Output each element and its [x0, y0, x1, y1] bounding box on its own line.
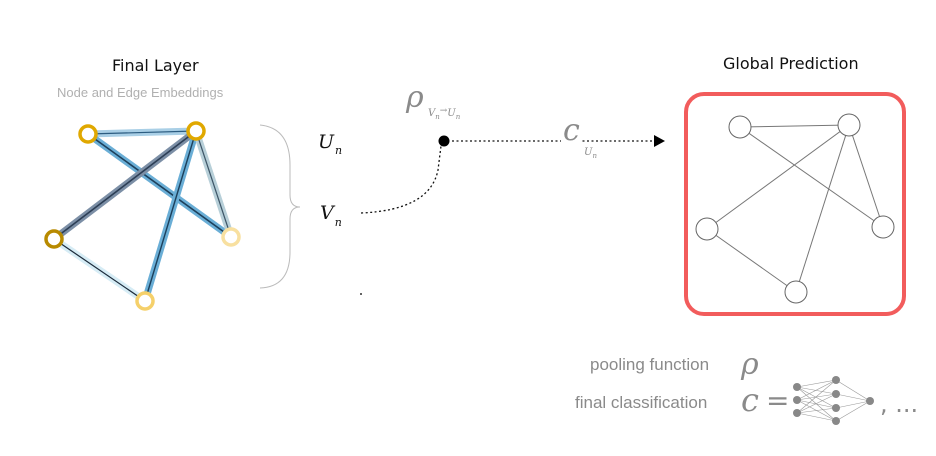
- arrow-head: [654, 135, 665, 147]
- u-symbol: U: [318, 131, 335, 153]
- final-layer-title: Final Layer: [112, 56, 199, 75]
- edge-top: [87, 127, 197, 138]
- global-prediction-frame: [684, 92, 906, 316]
- embeddings-subtitle: Node and Edge Embeddings: [57, 85, 224, 100]
- v-subscript: n: [334, 216, 342, 229]
- c-subscript: Un: [584, 147, 597, 160]
- rho-symbol: ρ: [406, 80, 424, 115]
- node-right: [221, 227, 241, 247]
- equals-sign: =: [766, 384, 790, 417]
- rho-sub-v-n: n: [435, 113, 440, 121]
- classification-legend-label: final classification: [575, 393, 708, 412]
- classification-legend-symbol: c: [741, 381, 759, 419]
- neural-network-icon: [793, 376, 874, 425]
- trailing-ellipsis: , ...: [880, 390, 919, 418]
- edge-topright-to-bottom: [141, 129, 200, 303]
- edge-topright-to-right: [192, 129, 235, 239]
- node-bottom: [135, 291, 155, 311]
- pred-node-bottom: [784, 280, 808, 304]
- curly-brace: [259, 124, 301, 289]
- v-symbol: V: [320, 202, 334, 224]
- pred-node-right: [871, 215, 895, 239]
- rho-sub-u: U: [447, 108, 456, 119]
- node-top-right: [186, 121, 206, 141]
- pooling-legend-symbol: ρ: [741, 347, 759, 382]
- c-sub-u-n: n: [592, 152, 597, 160]
- rho-sub-arrow: →: [439, 106, 448, 116]
- edge-left-to-bottom: [52, 236, 147, 304]
- embedding-graph: [44, 121, 241, 311]
- rho-subscript: Vn→Un: [428, 106, 461, 121]
- pooling-node: [438, 135, 450, 147]
- rho-sub-v: V: [428, 108, 436, 119]
- node-left: [44, 229, 64, 249]
- prediction-graph: [695, 113, 895, 304]
- edge-topleft-to-right: [85, 131, 234, 240]
- edge-topright-to-left: [51, 128, 199, 242]
- node-top-left: [78, 124, 98, 144]
- c-sub-u: U: [584, 147, 593, 158]
- pred-node-top-left: [728, 115, 752, 139]
- u-n-label: Un: [318, 131, 342, 157]
- pred-node-top-right: [837, 113, 861, 137]
- rho-sub-u-n: n: [455, 113, 461, 121]
- c-symbol: c: [561, 113, 582, 148]
- pooling-legend-label: pooling function: [590, 355, 710, 374]
- v-n-label: Vn: [320, 202, 342, 229]
- pred-node-left: [695, 217, 719, 241]
- v-to-rho-connector: [360, 145, 442, 214]
- global-prediction-title: Global Prediction: [723, 54, 859, 73]
- u-subscript: n: [335, 144, 343, 157]
- stray-dot: [360, 293, 362, 295]
